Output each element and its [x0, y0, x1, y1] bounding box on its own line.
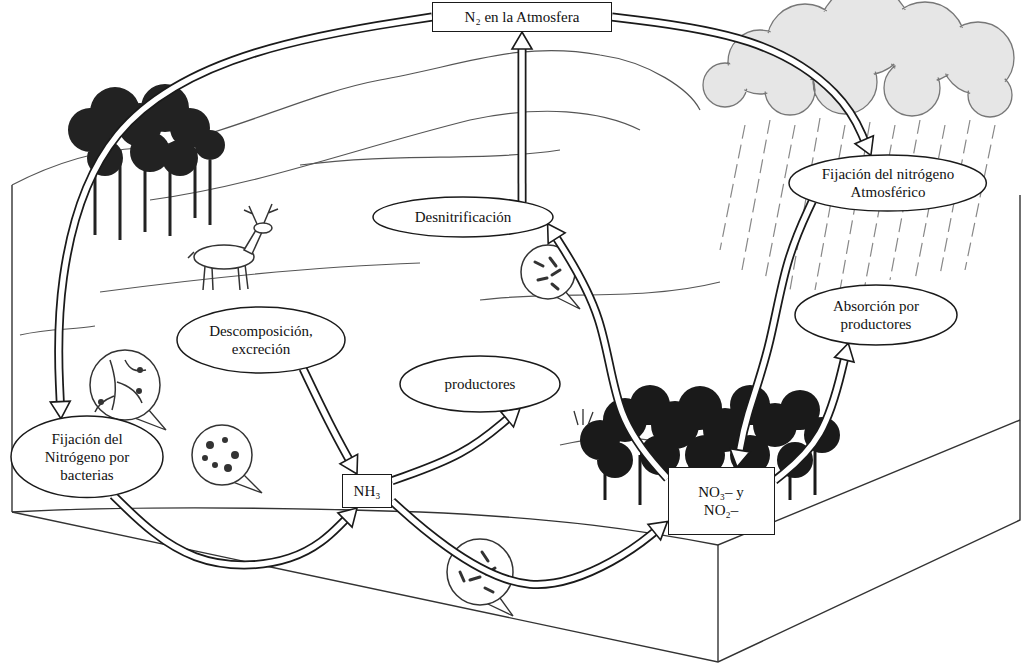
- process-ellipse: Descomposición, excreción: [177, 307, 345, 373]
- arrow-head: [855, 136, 873, 156]
- arrow-outline: [113, 495, 347, 565]
- deer-antlers: [188, 204, 278, 258]
- process-ellipse: Absorción por productores: [795, 285, 957, 345]
- process-ellipse: productores: [400, 356, 560, 412]
- bacteria: [202, 437, 239, 472]
- magnifier-circle: [90, 350, 160, 420]
- flow-arrow: [775, 343, 855, 480]
- arrow-outline: [612, 17, 865, 143]
- arrow-body: [612, 17, 865, 143]
- node-label: Absorción por productores: [821, 297, 931, 333]
- rain: [720, 118, 995, 290]
- arrow-body: [555, 236, 667, 479]
- process-ellipse: Fijación del Nitrógeno por bacterias: [11, 416, 163, 498]
- hill-line: [480, 282, 720, 300]
- process-ellipse: Fijación del nitrógeno Atmosférico: [789, 155, 986, 211]
- arrow-outline: [775, 357, 846, 481]
- bacteria: [535, 258, 560, 289]
- flow-arrow: [612, 17, 873, 155]
- node-label: Fijación del nitrógeno Atmosférico: [808, 165, 968, 201]
- hill-line: [12, 50, 700, 185]
- cloud-outline: [703, 0, 1014, 117]
- node-label: productores: [445, 375, 516, 393]
- hill-line: [150, 111, 640, 200]
- arrow-outline: [555, 236, 667, 479]
- flow-arrow: [512, 32, 532, 202]
- substance-box: N₂ en la Atmosfera: [432, 2, 612, 32]
- arrow-head: [730, 449, 750, 467]
- magnifier-circle: [192, 425, 252, 485]
- node-label: Desnitrificación: [415, 208, 512, 226]
- ellipse-outline: [795, 285, 957, 345]
- substance-box: NH₃: [342, 474, 392, 508]
- ground-edge: [12, 420, 1020, 545]
- arrow-outline: [392, 417, 509, 480]
- arrow-head: [340, 454, 358, 474]
- arrow-outline: [392, 501, 657, 584]
- node-label: N₂ en la Atmosfera: [465, 8, 580, 26]
- ellipse-outline: [177, 307, 345, 373]
- arrow-body: [519, 46, 525, 202]
- flow-arrow: [392, 408, 520, 481]
- arrow-head: [512, 32, 532, 49]
- bacteria-magnifier: [192, 425, 262, 493]
- arrow-head: [548, 224, 566, 244]
- block-edge: [717, 545, 718, 662]
- flow-arrow: [392, 501, 668, 584]
- arrow-body: [303, 369, 350, 462]
- arrow-head: [835, 343, 854, 362]
- cloud-fill: [705, 0, 1012, 115]
- flow-arrow: [303, 369, 358, 474]
- roots: [95, 360, 146, 412]
- ellipse-outline: [789, 155, 986, 211]
- ellipse-shape: [795, 285, 957, 345]
- ellipse-shape: [789, 155, 986, 211]
- grass: [574, 409, 593, 425]
- clouds: [703, 0, 1014, 117]
- node-label: NH₃: [354, 482, 381, 500]
- node-label: Descomposición, excreción: [199, 322, 324, 358]
- flow-arrow: [113, 495, 357, 565]
- node-label: NO₃– y NO₂–: [695, 483, 747, 519]
- flow-arrow: [730, 201, 812, 467]
- node-label: Fijación del Nitrógeno por bacterias: [37, 430, 137, 484]
- process-ellipse: Desnitrificación: [373, 197, 553, 237]
- deer: [188, 204, 278, 290]
- arrow-outline: [518, 46, 527, 202]
- arrow-body: [113, 495, 347, 565]
- arrow-head: [648, 521, 668, 540]
- arrow-body: [392, 501, 657, 584]
- arrow-head: [50, 401, 70, 419]
- terrain-block: [12, 185, 1020, 662]
- arrow-body: [392, 417, 509, 480]
- arrow-body: [775, 357, 846, 481]
- substance-box: NO₃– y NO₂–: [668, 467, 775, 535]
- flow-arrow: [548, 224, 668, 479]
- arrow-outline: [303, 369, 350, 462]
- hill-line: [100, 263, 420, 292]
- ellipse-shape: [373, 197, 553, 237]
- ellipse-shape: [177, 307, 345, 373]
- root-nodules: [98, 367, 143, 405]
- tree-crowns: [68, 84, 225, 176]
- ellipse-shape: [11, 416, 163, 498]
- deer-neck: [244, 230, 262, 254]
- ellipse-shape: [400, 356, 560, 412]
- arrow-head: [338, 508, 357, 527]
- deer-head: [254, 223, 272, 233]
